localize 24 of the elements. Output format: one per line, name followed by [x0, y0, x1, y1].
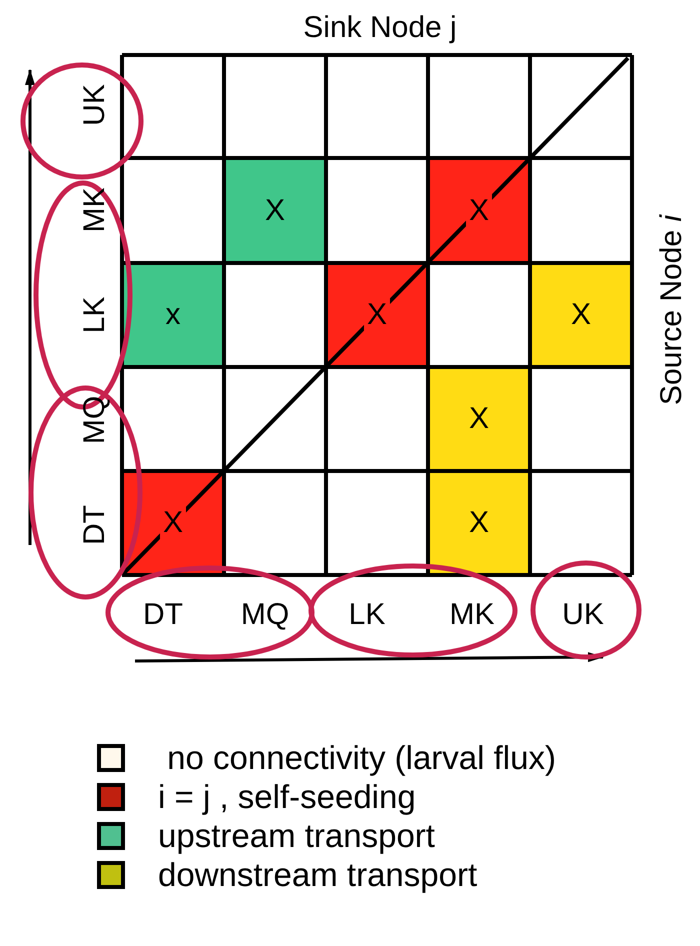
- cell-mark: x: [166, 300, 180, 330]
- site-label: LK: [348, 600, 386, 630]
- site-label: DT: [80, 505, 110, 545]
- cell-mark: X: [466, 194, 492, 228]
- site-label: MK: [450, 600, 494, 630]
- cell-mark: X: [469, 508, 489, 538]
- cell-mark: X: [160, 506, 186, 540]
- axis-title: Source Node i: [657, 214, 687, 406]
- site-label: DT: [143, 600, 183, 630]
- cell-mark: X: [265, 196, 285, 226]
- site-label: UK: [80, 84, 110, 126]
- legend-text: upstream transport: [158, 819, 435, 852]
- site-label: UK: [562, 600, 604, 630]
- cell-mark: X: [571, 300, 591, 330]
- site-label: MQ: [80, 396, 110, 444]
- cell-mark: X: [364, 298, 390, 332]
- legend-text: downstream transport: [158, 858, 478, 891]
- legend-text: i = j , self-seeding: [158, 780, 416, 813]
- legend-text: no connectivity (larval flux): [166, 741, 556, 774]
- axis-title: Sink Node j: [303, 13, 457, 43]
- site-label: LK: [80, 296, 110, 334]
- site-label: MQ: [240, 600, 290, 630]
- cell-mark: X: [469, 404, 489, 434]
- site-label: MK: [80, 188, 110, 232]
